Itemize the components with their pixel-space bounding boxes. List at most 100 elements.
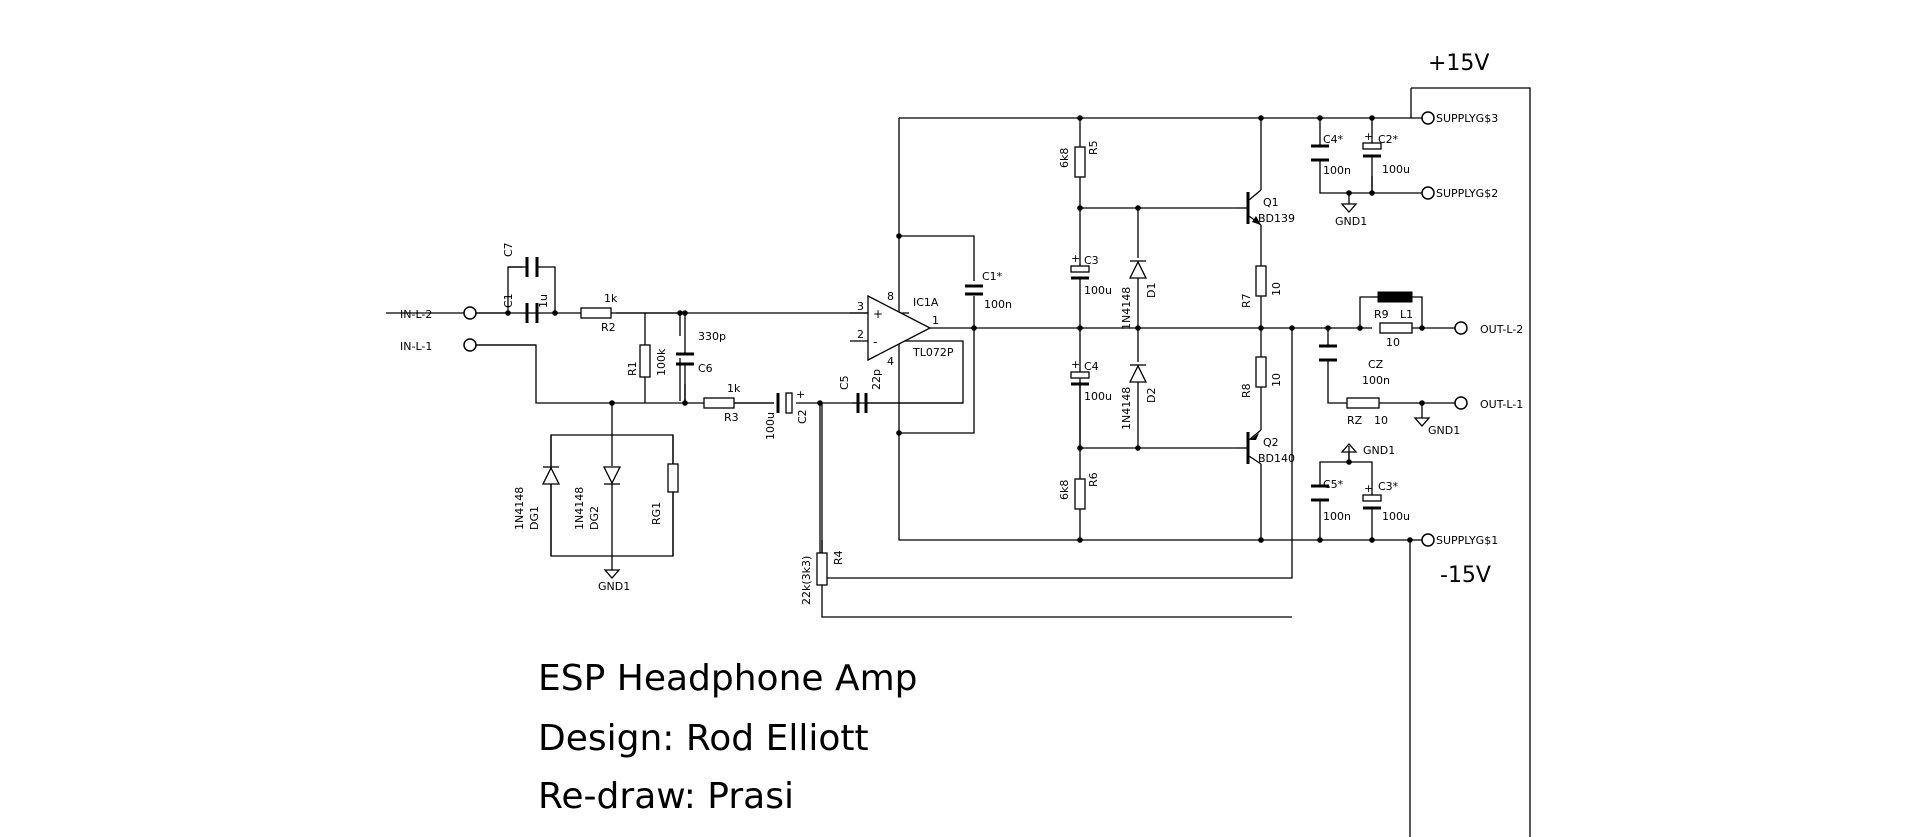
in-l-2-pin bbox=[463, 306, 477, 320]
r8-label: R8 bbox=[1240, 383, 1253, 398]
title-text: ESP Headphone Amp bbox=[538, 658, 918, 699]
rz-label: RZ bbox=[1347, 414, 1363, 427]
c4-label: C4 bbox=[1084, 360, 1099, 373]
capacitor-c5-star: C5* 100n bbox=[1311, 478, 1351, 523]
r3-value: 1k bbox=[727, 382, 741, 395]
c2s-value: 100u bbox=[1382, 163, 1410, 176]
design-text: Design: Rod Elliott bbox=[538, 718, 869, 759]
c3-polarity: + bbox=[1071, 252, 1080, 265]
supply-2-label: SUPPLYG$2 bbox=[1436, 187, 1498, 200]
opamp-pin2: 2 bbox=[857, 328, 864, 341]
diode-d2: 1N4148 D2 bbox=[1120, 364, 1158, 430]
supply-2-pin bbox=[1421, 186, 1435, 200]
rail-negative-label: -15V bbox=[1440, 563, 1491, 588]
capacitor-c1-star: C1* 100n bbox=[965, 270, 1012, 311]
gnd-label-bottom: GND1 bbox=[1363, 444, 1395, 457]
opamp-name: IC1A bbox=[913, 296, 939, 309]
ground-symbol-1: GND1 bbox=[598, 569, 630, 593]
opamp-pin8: 8 bbox=[887, 290, 894, 303]
out-l-2-label: OUT-L-2 bbox=[1480, 323, 1523, 336]
ground-symbol-out: GND1 bbox=[1413, 417, 1460, 437]
capacitor-c4-star: C4* 100n bbox=[1311, 133, 1351, 177]
q2-value: BD140 bbox=[1258, 452, 1295, 465]
opamp-pin3: 3 bbox=[857, 300, 864, 313]
out-l-1-pin bbox=[1454, 396, 1468, 410]
diode-dg1: 1N4148 DG1 bbox=[513, 466, 561, 530]
q1-label: Q1 bbox=[1263, 196, 1279, 209]
resistor-rz: RZ 10 bbox=[1346, 397, 1388, 427]
capacitor-c2-star: + C2* 100u bbox=[1362, 130, 1410, 176]
resistor-rg1: RG1 bbox=[650, 463, 679, 525]
cz-value: 100n bbox=[1362, 374, 1390, 387]
capacitor-c5: C5 22p bbox=[838, 369, 963, 413]
r3-label: R3 bbox=[724, 411, 739, 424]
r9-value: 10 bbox=[1386, 336, 1400, 349]
supply-3-pin bbox=[1421, 111, 1435, 125]
c5s-value: 100n bbox=[1323, 510, 1351, 523]
resistor-r9: R9 10 bbox=[1374, 308, 1413, 349]
r1-label: R1 bbox=[626, 361, 639, 376]
r6-value: 6k8 bbox=[1058, 480, 1071, 500]
c1-value: 1u bbox=[537, 294, 550, 308]
q1-value: BD139 bbox=[1258, 212, 1295, 225]
c7-label: C7 bbox=[502, 242, 515, 257]
c3-value: 100u bbox=[1084, 284, 1112, 297]
resistor-r5: 6k8 R5 bbox=[1058, 140, 1100, 178]
opamp-plus: + bbox=[873, 307, 883, 321]
in-l-1-label: IN-L-1 bbox=[400, 340, 432, 353]
gnd-label-1: GND1 bbox=[598, 580, 630, 593]
r4-value: 22k(3k3) bbox=[800, 556, 813, 605]
c3s-value: 100u bbox=[1382, 510, 1410, 523]
d1-value: 1N4148 bbox=[1120, 287, 1133, 330]
supply-1-pin bbox=[1421, 533, 1435, 547]
resistor-r3: 1k R3 bbox=[703, 382, 774, 424]
rz-value: 10 bbox=[1374, 414, 1388, 427]
gnd-label-top: GND1 bbox=[1335, 215, 1367, 228]
resistor-r8: R8 10 bbox=[1240, 356, 1283, 398]
d1-label: D1 bbox=[1145, 283, 1158, 298]
supply-1-label: SUPPLYG$1 bbox=[1436, 534, 1498, 547]
c6-value: 330p bbox=[698, 330, 726, 343]
redraw-text: Re-draw: Prasi bbox=[538, 776, 794, 817]
c6-label: C6 bbox=[698, 362, 713, 375]
diode-d1: 1N4148 D1 bbox=[1120, 260, 1158, 330]
r8-value: 10 bbox=[1270, 373, 1283, 387]
rail-positive-label: +15V bbox=[1428, 51, 1489, 76]
opamp-minus: - bbox=[873, 335, 877, 349]
c3s-label: C3* bbox=[1378, 480, 1399, 493]
l1-label: L1 bbox=[1400, 308, 1413, 321]
r2-value: 1k bbox=[604, 292, 618, 305]
c2s-label: C2* bbox=[1378, 133, 1399, 146]
diode-dg2: 1N4148 DG2 bbox=[573, 466, 622, 530]
opamp-ic1a: + - 3 2 1 8 4 IC1A TL072P bbox=[850, 290, 954, 368]
r9-label: R9 bbox=[1374, 308, 1389, 321]
supply-3-label: SUPPLYG$3 bbox=[1436, 112, 1498, 125]
c2-label: C2 bbox=[796, 409, 809, 424]
resistor-r4: 22k(3k3) R4 bbox=[800, 403, 1292, 618]
resistor-r7: R7 10 bbox=[1240, 265, 1283, 308]
q2-label: Q2 bbox=[1263, 436, 1279, 449]
r4-label: R4 bbox=[832, 550, 845, 565]
r5-value: 6k8 bbox=[1058, 148, 1071, 168]
c1s-value: 100n bbox=[984, 298, 1012, 311]
c4s-label: C4* bbox=[1323, 133, 1344, 146]
r6-label: R6 bbox=[1087, 472, 1100, 487]
c2s-polarity: + bbox=[1364, 130, 1373, 143]
r1-value: 100k bbox=[655, 348, 668, 376]
opamp-value: TL072P bbox=[912, 346, 954, 359]
gnd-label-out: GND1 bbox=[1428, 424, 1460, 437]
ground-symbol-bottom: GND1 bbox=[1340, 443, 1395, 462]
resistor-r1: R1 100k bbox=[626, 313, 668, 403]
c3s-polarity: + bbox=[1364, 482, 1373, 495]
capacitor-cz: CZ 100n bbox=[1319, 344, 1390, 387]
d2-value: 1N4148 bbox=[1120, 387, 1133, 430]
capacitor-c6: 330p C6 bbox=[676, 313, 726, 403]
out-l-1-label: OUT-L-1 bbox=[1480, 398, 1523, 411]
c3-label: C3 bbox=[1084, 254, 1099, 267]
inductor-l1: L1 bbox=[1372, 291, 1413, 321]
transistor-q2: Q2 BD140 bbox=[1236, 429, 1295, 465]
capacitor-c3-star: + C3* 100u bbox=[1362, 480, 1410, 523]
in-l-1-pin bbox=[463, 338, 477, 352]
ground-symbol-top: GND1 bbox=[1335, 203, 1367, 228]
wires bbox=[386, 87, 1531, 837]
